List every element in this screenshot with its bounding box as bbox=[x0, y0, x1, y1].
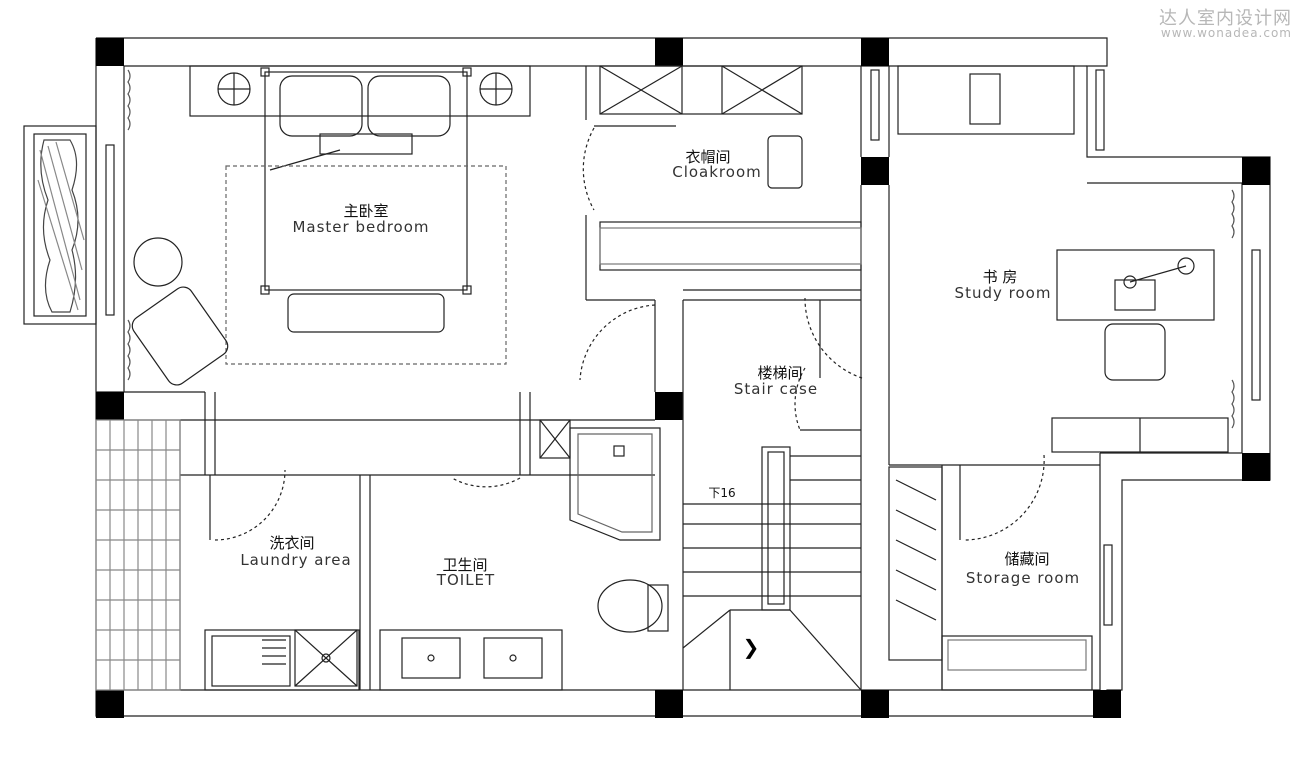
toilet-fixtures bbox=[379, 419, 669, 691]
stair-direction-note: 下16 bbox=[708, 486, 735, 500]
label-storage-zh: 储藏间 bbox=[1004, 550, 1049, 568]
label-storage-en: Storage room bbox=[966, 569, 1080, 587]
label-laundry-zh: 洗衣间 bbox=[269, 534, 314, 552]
cloakroom-furniture bbox=[582, 65, 862, 271]
watermark-title: 达人室内设计网 bbox=[1159, 8, 1292, 29]
windows bbox=[870, 69, 1261, 626]
label-toilet-en: TOILET bbox=[436, 571, 495, 589]
laundry-fixtures bbox=[204, 469, 360, 691]
label-staircase-en: Stair case bbox=[734, 380, 818, 398]
study-furniture bbox=[804, 65, 1229, 453]
left-tile-strip bbox=[95, 419, 181, 691]
label-cloakroom-zh: 衣帽间 bbox=[685, 148, 730, 166]
master-bedroom-furniture bbox=[131, 65, 531, 386]
label-study-en: Study room bbox=[955, 284, 1052, 302]
label-master-bedroom-en: Master bedroom bbox=[292, 218, 429, 236]
curtains-left bbox=[127, 69, 1235, 429]
balcony-planter bbox=[23, 125, 115, 325]
watermark-url: www.wonadea.com bbox=[1160, 26, 1292, 40]
wall-piers bbox=[96, 38, 1270, 718]
stairs bbox=[682, 367, 862, 691]
label-laundry-en: Laundry area bbox=[240, 551, 351, 569]
stair-arrow-icon: ❯ bbox=[743, 635, 760, 659]
label-staircase-zh: 楼梯间 bbox=[757, 364, 802, 382]
label-master-bedroom-zh: 主卧室 bbox=[343, 202, 388, 220]
label-study-zh: 书 房 bbox=[983, 268, 1018, 286]
label-cloakroom-en: Cloakroom bbox=[672, 163, 762, 181]
stair-doors bbox=[579, 304, 656, 381]
interior-walls bbox=[179, 66, 1100, 690]
label-toilet-zh: 卫生间 bbox=[442, 556, 487, 574]
storage-shelves bbox=[888, 454, 1093, 691]
